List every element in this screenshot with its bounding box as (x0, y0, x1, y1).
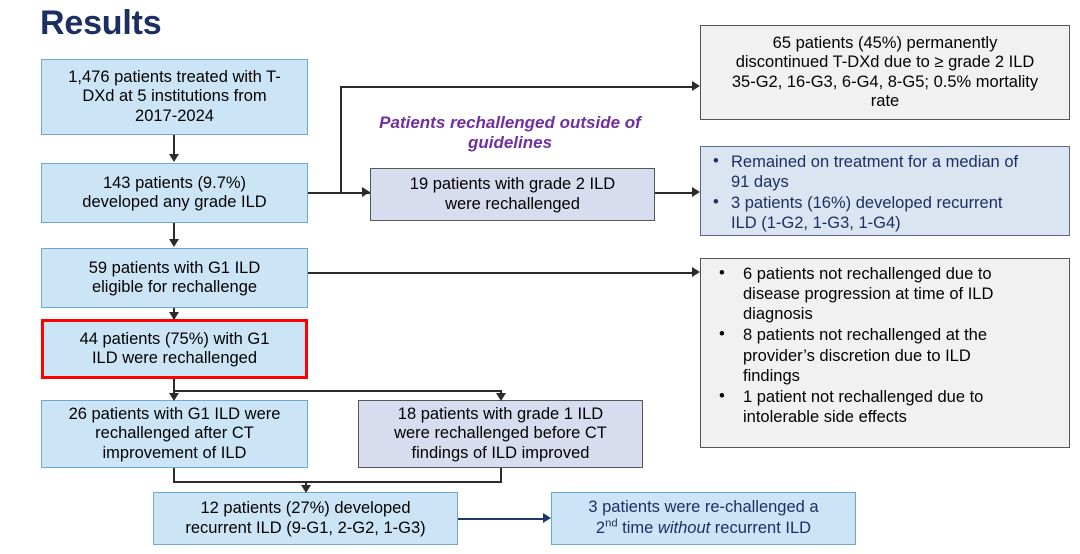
box-cohort-line-1: 1,476 patients treated with T- (68, 67, 281, 86)
box-recurrent-ild-line-2: recurrent ILD (9-G1, 2-G2, 1-G3) (185, 518, 426, 537)
arrowhead-right (543, 513, 551, 523)
arrowhead-down (301, 485, 311, 493)
arrowhead-down (169, 239, 179, 247)
connector-cohort-to-anygrade (173, 135, 175, 155)
arrowhead-right (692, 187, 700, 197)
bullet-glyph: • (719, 264, 725, 282)
box-after-ct-line-1: 26 patients with G1 ILD were (68, 404, 281, 423)
bullet-glyph: • (719, 325, 725, 344)
box-after-ct-improvement: 26 patients with G1 ILD were rechallenge… (41, 400, 308, 468)
box-any-grade-ild-line-2: developed any grade ILD (82, 193, 267, 211)
connector-merge-down (305, 481, 307, 487)
arrowhead-down (496, 393, 506, 401)
ordinal-number: 2 (595, 519, 606, 538)
not-rechallenged-1-line-2: disease progression at time of ILD (743, 285, 994, 304)
arrowhead-right (362, 187, 370, 197)
grade2-outcome-1-line-2: 91 days (731, 173, 789, 192)
arrowhead-down (169, 154, 179, 162)
grade2-outcome-1-line-1: Remained on treatment for a median of (731, 153, 1019, 171)
box-after-ct-line-3: improvement of ILD (102, 443, 247, 462)
box-before-ct-line-1: 18 patients with grade 1 ILD (397, 404, 604, 423)
box-not-rechallenged-reasons: • 6 patients not rechallenged due to dis… (700, 258, 1070, 448)
list-item: • 8 patients not rechallenged at the pro… (709, 325, 1061, 385)
box-cohort-line-3: 2017-2024 (135, 106, 214, 125)
second-rechallenge-post: recurrent ILD (710, 519, 812, 538)
box-cohort: 1,476 patients treated with T- DXd at 5 … (41, 59, 308, 135)
box-second-rechallenge: 3 patients were re-challenged a 2nd time… (551, 492, 856, 545)
bullet-glyph: • (713, 193, 719, 212)
box-before-ct-line-3: findings of ILD improved (411, 443, 590, 462)
box-grade2-rechallenged-line-1: 19 patients with grade 2 ILD (409, 175, 616, 194)
box-g1-eligible: 59 patients with G1 ILD eligible for rec… (41, 248, 308, 308)
box-grade2-outcomes: • Remained on treatment for a median of … (700, 146, 1070, 236)
box-discontinued-line-1: 65 patients (45%) permanently (772, 33, 998, 52)
box-g1-rechallenged-highlighted: 44 patients (75%) with G1 ILD were recha… (41, 319, 308, 379)
not-rechallenged-1-line-3: diagnosis (743, 305, 813, 324)
not-rechallenged-2-line-1: 8 patients not rechallenged at the (743, 326, 988, 345)
connector-12-to-second (458, 518, 543, 520)
box-before-ct-line-2: were rechallenged before CT (394, 424, 607, 443)
box-g1-rechallenged-line-2: ILD were rechallenged (91, 349, 258, 367)
box-before-ct-findings: 18 patients with grade 1 ILD were rechal… (358, 400, 643, 468)
not-rechallenged-1-line-1: 6 patients not rechallenged due to (743, 265, 992, 283)
box-discontinued-line-4: rate (870, 91, 900, 110)
not-rechallenged-2-line-2: provider’s discretion due to ILD (743, 346, 971, 365)
connector-grade2-to-outcomes (655, 192, 692, 194)
list-item: • 6 patients not rechallenged due to dis… (709, 264, 1061, 324)
arrowhead-down (169, 312, 179, 320)
page-title: Results (40, 4, 162, 42)
arrowhead-right (692, 267, 700, 277)
bullet-glyph: • (713, 152, 719, 170)
not-rechallenged-3-line-2: intolerable side effects (743, 407, 907, 426)
box-g1-rechallenged-line-1: 44 patients (75%) with G1 (79, 329, 270, 348)
not-rechallenged-3-line-1: 1 patient not rechallenged due to (743, 387, 984, 406)
grade2-outcome-2-line-1: 3 patients (16%) developed recurrent (731, 194, 1003, 213)
arrowhead-right (692, 81, 700, 91)
not-rechallenged-list: • 6 patients not rechallenged due to dis… (709, 264, 1061, 427)
grade2-outcomes-list: • Remained on treatment for a median of … (709, 152, 1061, 234)
ordinal-suffix: nd (605, 517, 618, 530)
box-g1-eligible-line-1: 59 patients with G1 ILD (88, 258, 261, 277)
connector-eligible-to-reasons (308, 272, 692, 274)
connector-18-down (500, 468, 502, 482)
connector-26-down (173, 468, 175, 482)
list-item: • Remained on treatment for a median of … (709, 152, 1061, 192)
box-recurrent-ild-line-1: 12 patients (27%) developed (200, 499, 411, 518)
connector-anygrade-right (308, 192, 370, 194)
not-rechallenged-2-line-3: findings (743, 366, 800, 385)
connector-rechallenged-stub (173, 379, 175, 391)
annotation-outside-guidelines: Patients rechallenged outside of guideli… (379, 113, 641, 153)
box-recurrent-ild: 12 patients (27%) developed recurrent IL… (153, 492, 458, 545)
connector-anygrade-riser (340, 86, 342, 193)
list-item: • 3 patients (16%) developed recurrent I… (709, 193, 1061, 233)
box-grade2-rechallenged: 19 patients with grade 2 ILD were rechal… (370, 168, 655, 221)
connector-merge-to-12 (173, 481, 502, 483)
connector-to-discontinued (340, 86, 692, 88)
grade2-outcome-2-line-2: ILD (1-G2, 1-G3, 1-G4) (731, 214, 901, 233)
box-cohort-line-2: DXd at 5 institutions from (82, 87, 267, 106)
box-second-rechallenge-line-2: 2nd time without recurrent ILD (595, 517, 812, 538)
box-discontinued: 65 patients (45%) permanently discontinu… (700, 25, 1070, 120)
box-second-rechallenge-line-1: 3 patients were re-challenged a (588, 498, 819, 517)
box-discontinued-line-3: 35-G2, 16-G3, 6-G4, 8-G5; 0.5% mortality (731, 72, 1039, 91)
connector-anygrade-to-eligible (173, 223, 175, 239)
box-grade2-rechallenged-line-2: were rechallenged (445, 194, 580, 213)
box-g1-eligible-line-2: eligible for rechallenge (91, 278, 258, 296)
box-after-ct-line-2: rechallenged after CT (95, 424, 254, 443)
box-any-grade-ild-line-1: 143 patients (9.7%) (102, 173, 247, 192)
box-discontinued-line-2: discontinued T-DXd due to ≥ grade 2 ILD (735, 53, 1035, 72)
box-any-grade-ild: 143 patients (9.7%) developed any grade … (41, 163, 308, 223)
connector-rechallenged-split (173, 390, 502, 392)
second-rechallenge-mid: time (617, 519, 658, 538)
bullet-glyph: • (719, 386, 725, 405)
second-rechallenge-emphasis: without (657, 519, 711, 538)
arrowhead-down (169, 393, 179, 401)
list-item: • 1 patient not rechallenged due to into… (709, 387, 1061, 427)
